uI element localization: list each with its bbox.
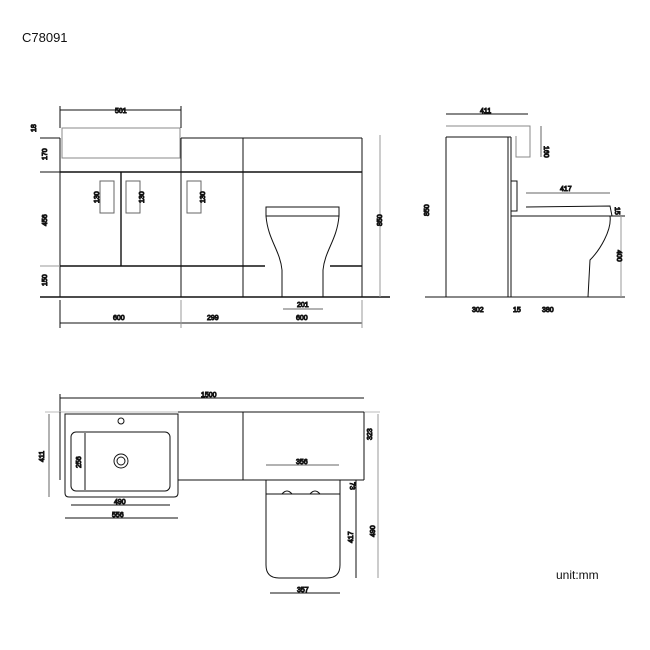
dim-plan-total-width: 1500 <box>201 392 217 399</box>
dim-handle-1: 130 <box>94 191 101 203</box>
dim-top-height: 170 <box>42 148 49 160</box>
dim-plan-basin-width: 556 <box>112 512 124 519</box>
dim-side-pan-height: 400 <box>615 250 622 262</box>
side-view: 411 160 417 15 400 850 302 15 380 <box>424 108 625 315</box>
dim-plan-bowl-width: 490 <box>114 499 126 506</box>
dim-handle-2: 130 <box>139 191 146 203</box>
dim-door-height: 456 <box>42 214 49 226</box>
dim-side-total-height: 850 <box>424 204 431 216</box>
dim-width-right: 600 <box>296 315 308 322</box>
unit-label: unit:mm <box>556 568 599 582</box>
dim-side-seat-length: 417 <box>560 186 572 193</box>
dim-pan-base: 201 <box>297 302 309 309</box>
dim-basin-lip: 18 <box>31 124 38 132</box>
dim-plan-seat-gap: 73 <box>348 482 355 490</box>
dim-side-depth-1: 302 <box>472 307 484 314</box>
dim-side-depth-3: 380 <box>542 307 554 314</box>
dim-side-depth-2: 15 <box>513 307 521 314</box>
dim-width-left: 600 <box>113 315 125 322</box>
dim-plan-pan-width: 357 <box>297 587 309 594</box>
dim-width-middle: 299 <box>207 315 219 322</box>
plan-view: 1500 411 256 490 556 323 356 73 417 490 … <box>39 392 380 595</box>
dim-total-height: 850 <box>377 214 384 226</box>
dim-plan-cistern-depth: 323 <box>367 428 374 440</box>
dim-side-basin-depth: 411 <box>480 108 491 115</box>
dim-plan-seat-length: 417 <box>348 531 355 543</box>
dim-side-basin-height: 160 <box>542 146 549 158</box>
product-code: C78091 <box>22 30 68 45</box>
dim-side-seat-height: 15 <box>613 207 620 215</box>
dim-plan-pan-projection: 490 <box>370 525 377 537</box>
front-view: 501 18 170 456 150 130 130 130 850 201 6… <box>31 106 390 328</box>
dim-plinth-height: 150 <box>42 274 49 286</box>
dim-basin-width: 501 <box>115 108 127 115</box>
dim-plan-bowl-depth: 256 <box>76 456 83 468</box>
dim-handle-3: 130 <box>200 191 207 203</box>
dim-plan-seat-width-top: 356 <box>296 459 308 466</box>
dim-plan-basin-depth: 411 <box>39 451 46 462</box>
